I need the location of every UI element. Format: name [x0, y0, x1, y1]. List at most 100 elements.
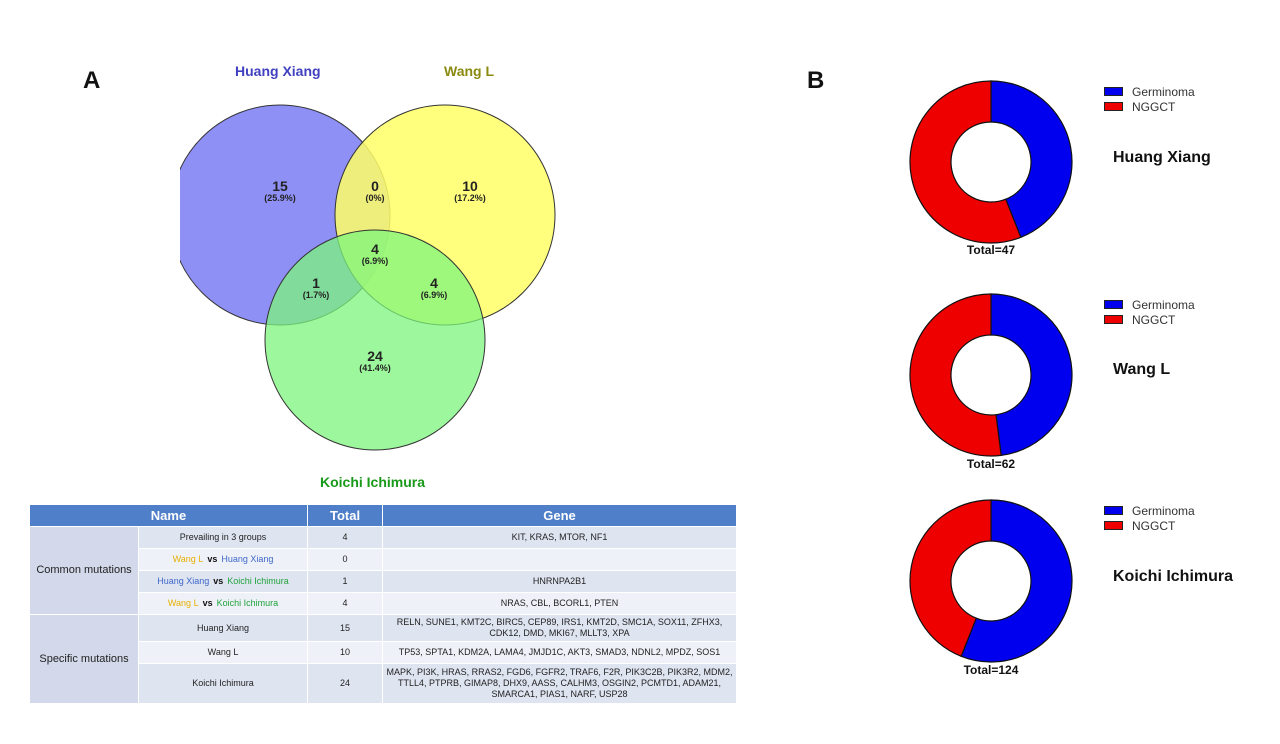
row-total: 4	[307, 526, 384, 549]
group-specific-mutations: Specific mutations	[29, 614, 139, 704]
legend-item-germinoma: Germinoma	[1104, 503, 1195, 518]
germinoma-swatch	[1104, 300, 1123, 309]
row-name: Prevailing in 3 groups	[137, 526, 309, 549]
row-total: 10	[307, 641, 384, 664]
header-gene: Gene	[382, 504, 738, 527]
name-a: Wang L	[172, 554, 204, 564]
row-gene: MAPK, PI3K, HRAS, RRAS2, FGD6, FGFR2, TR…	[382, 663, 738, 704]
legend-item-germinoma: Germinoma	[1104, 297, 1195, 312]
donut-chart-koichi	[909, 499, 1073, 663]
legend-label: NGGCT	[1132, 99, 1176, 114]
name-a: Huang Xiang	[157, 576, 210, 586]
row-total: 4	[307, 592, 384, 615]
legend-huang: Germinoma NGGCT	[1104, 84, 1195, 114]
legend-wang: Germinoma NGGCT	[1104, 297, 1195, 327]
region-wang-only-pct: (17.2%)	[454, 193, 486, 203]
row-total: 1	[307, 570, 384, 593]
region-huang-wang-pct: (0%)	[365, 193, 384, 203]
donut-label-wang: Wang L	[1113, 361, 1171, 378]
legend-label: NGGCT	[1132, 312, 1176, 327]
row-total: 24	[307, 663, 384, 704]
region-wang-koichi-count: 4	[430, 275, 438, 291]
vs-label: vs	[207, 554, 218, 564]
legend-koichi: Germinoma NGGCT	[1104, 503, 1195, 533]
nggct-slice	[909, 293, 1002, 457]
table-row: Specific mutations Huang Xiang 15 RELN, …	[29, 614, 738, 704]
region-huang-wang-count: 0	[371, 178, 379, 194]
donut-total-koichi: Total=124	[963, 663, 1019, 677]
germinoma-swatch	[1104, 506, 1123, 515]
row-gene: HNRNPA2B1	[382, 570, 738, 593]
venn-set-label-wang: Wang L	[444, 63, 495, 79]
legend-label: Germinoma	[1132, 503, 1195, 518]
region-all-three-count: 4	[371, 241, 379, 257]
region-wang-koichi-pct: (6.9%)	[421, 290, 448, 300]
legend-item-germinoma: Germinoma	[1104, 84, 1195, 99]
donut-chart-wang	[909, 293, 1073, 457]
legend-label: Germinoma	[1132, 297, 1195, 312]
header-name: Name	[28, 504, 309, 527]
nggct-swatch	[1104, 521, 1123, 530]
table-header-row: Name Total Gene	[28, 504, 738, 527]
row-name: Huang Xiang	[137, 614, 309, 642]
group-common-mutations: Common mutations	[29, 526, 139, 615]
venn-set-label-huang: Huang Xiang	[235, 63, 321, 79]
region-koichi-only-count: 24	[367, 348, 383, 364]
mutation-table: Name Total Gene Common mutations Prevail…	[28, 504, 738, 704]
name-a: Wang L	[167, 598, 199, 608]
name-b: Koichi Ichimura	[227, 576, 289, 586]
row-name: Wang L	[137, 641, 309, 664]
row-total: 0	[307, 548, 384, 571]
legend-label: NGGCT	[1132, 518, 1176, 533]
legend-item-nggct: NGGCT	[1104, 99, 1195, 114]
header-total: Total	[307, 504, 384, 527]
row-gene: RELN, SUNE1, KMT2C, BIRC5, CEP89, IRS1, …	[382, 614, 738, 642]
donut-label-koichi: Koichi Ichimura	[1113, 568, 1234, 585]
row-total: 15	[307, 614, 384, 642]
vs-label: vs	[213, 576, 224, 586]
region-huang-koichi-pct: (1.7%)	[303, 290, 330, 300]
germinoma-slice	[990, 293, 1073, 457]
nggct-slice	[909, 499, 992, 658]
venn-diagram: 15 (25.9%) 0 (0%) 10 (17.2%) 4 (6.9%) 1 …	[180, 104, 556, 451]
venn-circle-koichi	[264, 229, 486, 451]
name-b: Huang Xiang	[221, 554, 274, 564]
donut-total-wang: Total=62	[966, 457, 1016, 471]
table-row: Koichi Ichimura 24 MAPK, PI3K, HRAS, RRA…	[30, 663, 738, 704]
germinoma-swatch	[1104, 87, 1123, 96]
region-huang-koichi-count: 1	[312, 275, 320, 291]
legend-item-nggct: NGGCT	[1104, 518, 1195, 533]
donut-chart-huang	[909, 80, 1073, 244]
germinoma-slice	[960, 499, 1073, 663]
panel-label-a: A	[83, 67, 101, 94]
panel-label-b: B	[807, 67, 825, 94]
vs-label: vs	[202, 598, 213, 608]
row-gene	[382, 548, 738, 571]
region-koichi-only-pct: (41.4%)	[359, 363, 391, 373]
nggct-slice	[909, 80, 1022, 244]
donut-total-huang: Total=47	[966, 243, 1016, 257]
row-gene: TP53, SPTA1, KDM2A, LAMA4, JMJD1C, AKT3,…	[382, 641, 738, 664]
table-row: Common mutations Prevailing in 3 groups …	[29, 526, 738, 615]
nggct-swatch	[1104, 102, 1123, 111]
region-huang-only-count: 15	[272, 178, 288, 194]
row-name: Koichi Ichimura	[137, 663, 309, 704]
name-b: Koichi Ichimura	[216, 598, 279, 608]
legend-label: Germinoma	[1132, 84, 1195, 99]
region-all-three-pct: (6.9%)	[362, 256, 389, 266]
legend-item-nggct: NGGCT	[1104, 312, 1195, 327]
venn-set-label-koichi: Koichi Ichimura	[320, 474, 426, 490]
row-gene: NRAS, CBL, BCORL1, PTEN	[382, 592, 738, 615]
germinoma-slice	[990, 80, 1073, 239]
donut-label-huang: Huang Xiang	[1113, 149, 1211, 166]
table-row: Wang L 10 TP53, SPTA1, KDM2A, LAMA4, JMJ…	[30, 641, 738, 664]
region-wang-only-count: 10	[462, 178, 478, 194]
nggct-swatch	[1104, 315, 1123, 324]
region-huang-only-pct: (25.9%)	[264, 193, 296, 203]
row-gene: KIT, KRAS, MTOR, NF1	[382, 526, 738, 549]
